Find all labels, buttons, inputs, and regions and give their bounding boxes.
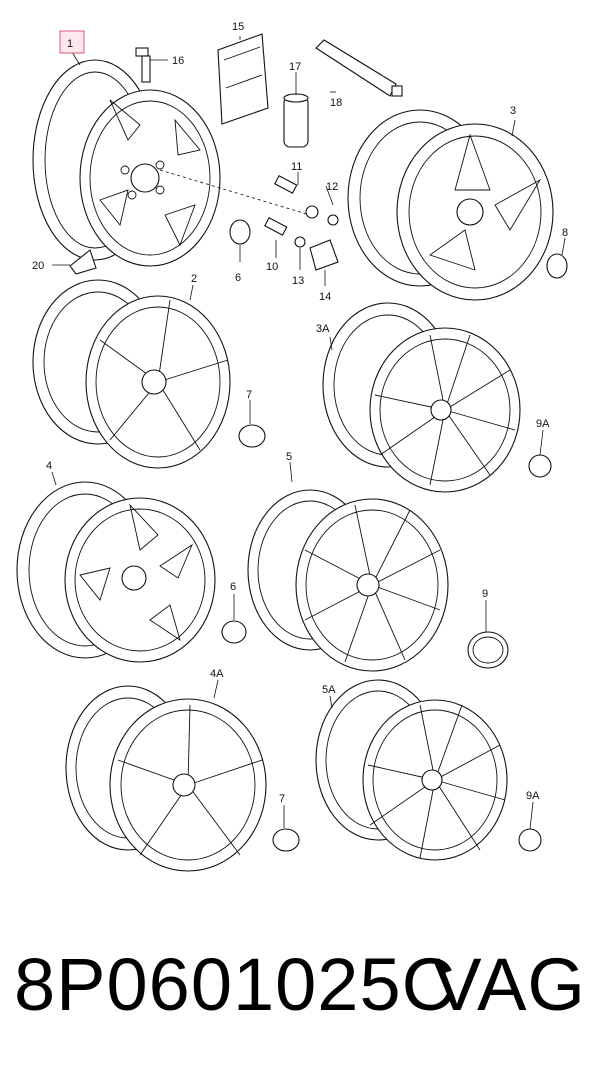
- callout-18: 18: [330, 97, 342, 109]
- wheel-4: [16, 481, 216, 663]
- wheel-3A: [322, 302, 521, 493]
- callout-labels: 1 16 15 17 18 3 11 12 8 20 6 10 13 14 2 …: [32, 21, 568, 805]
- callout-20: 20: [32, 260, 44, 272]
- wheel-1: [32, 59, 221, 267]
- callout-9: 9: [482, 588, 488, 600]
- callout-2: 2: [191, 273, 197, 285]
- callout-4: 4: [46, 460, 52, 472]
- wheel-5: [247, 489, 449, 672]
- callout-11: 11: [291, 161, 302, 173]
- center-cap-part: [467, 631, 509, 669]
- wheel-5A: [315, 679, 508, 861]
- center-cap-part: [518, 828, 542, 852]
- callout-1: 1: [67, 38, 73, 50]
- bolt-kit-box-part: [217, 33, 269, 125]
- callout-17: 17: [289, 61, 301, 73]
- callout-7: 7: [246, 389, 252, 401]
- center-cap-part: [272, 828, 300, 852]
- callout-6b: 6: [230, 581, 236, 593]
- callout-5A: 5A: [322, 684, 336, 696]
- center-cap-part: [221, 620, 247, 644]
- callout-14: 14: [319, 291, 331, 303]
- callout-7b: 7: [279, 793, 285, 805]
- callout-16: 16: [172, 55, 184, 67]
- tube-part: [283, 93, 309, 148]
- callout-12: 12: [326, 181, 338, 193]
- wheel-bolt-part: [159, 169, 339, 271]
- wheel-4A: [65, 685, 267, 872]
- wheel-2: [32, 279, 231, 469]
- callout-8: 8: [562, 227, 568, 239]
- callout-6: 6: [235, 272, 241, 284]
- center-cap-part: [528, 454, 552, 478]
- callout-10: 10: [266, 261, 278, 273]
- leader-lines: [51, 36, 566, 830]
- callout-15: 15: [232, 21, 244, 33]
- part-caption: 8P0601025C VAG: [0, 925, 600, 1045]
- callout-3: 3: [510, 105, 516, 117]
- callout-4A: 4A: [210, 668, 224, 680]
- part-number: 8P0601025C: [14, 943, 457, 1026]
- paste-tube-part: [315, 39, 403, 97]
- balance-weight-part: [69, 249, 97, 275]
- callout-9Ab: 9A: [526, 790, 540, 802]
- center-cap-part: [546, 253, 568, 279]
- callout-5: 5: [286, 451, 292, 463]
- highlighted-callout-box: [59, 30, 85, 54]
- callout-9A: 9A: [536, 418, 550, 430]
- valve-part: [135, 47, 151, 83]
- callout-13: 13: [292, 275, 304, 287]
- wheel-3: [347, 109, 554, 301]
- parts-diagram: 1 16 15 17 18 3 11 12 8 20 6 10 13 14 2 …: [16, 21, 568, 872]
- brand-label: VAG: [432, 943, 586, 1026]
- center-cap-part: [229, 219, 251, 245]
- callout-3A: 3A: [316, 323, 330, 335]
- center-cap-part: [238, 424, 266, 448]
